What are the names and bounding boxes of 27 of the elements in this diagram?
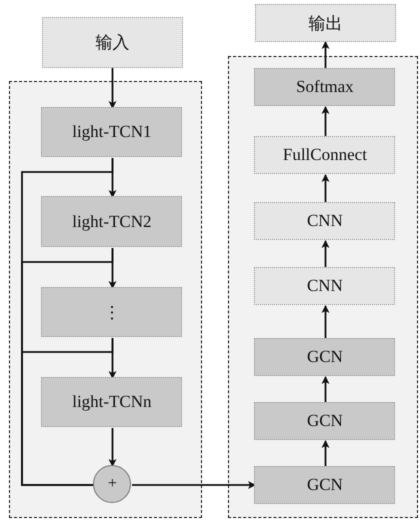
- layer-box: ⋮: [41, 287, 182, 338]
- arrow: [322, 440, 330, 467]
- arrow: [108, 68, 116, 109]
- layer-box: CNN: [254, 267, 396, 306]
- layer-box: GCN: [254, 402, 396, 440]
- arrow: [322, 174, 330, 203]
- layer-box: FullConnect: [254, 136, 396, 174]
- arrow: [322, 376, 330, 403]
- arrow: [108, 428, 116, 467]
- arrow: [322, 240, 330, 268]
- layer-box: CNN: [254, 202, 396, 240]
- sum-circle: +: [93, 465, 132, 504]
- arrow: [132, 481, 256, 489]
- connector-line: [21, 338, 114, 486]
- layer-box: light-TCN1: [41, 107, 182, 158]
- arrow: [322, 41, 330, 69]
- arrow: [322, 106, 330, 137]
- layer-box: GCN: [254, 338, 396, 376]
- input-box: 输入: [42, 17, 183, 68]
- module-container: [9, 81, 202, 518]
- module-container: [228, 56, 418, 518]
- layer-box: Softmax: [254, 68, 396, 106]
- layer-box: light-TCN2: [41, 196, 182, 248]
- output-box: 输出: [255, 4, 396, 42]
- arrow: [322, 305, 330, 339]
- layer-box: GCN: [254, 466, 396, 504]
- layer-box: light-TCNn: [41, 377, 182, 428]
